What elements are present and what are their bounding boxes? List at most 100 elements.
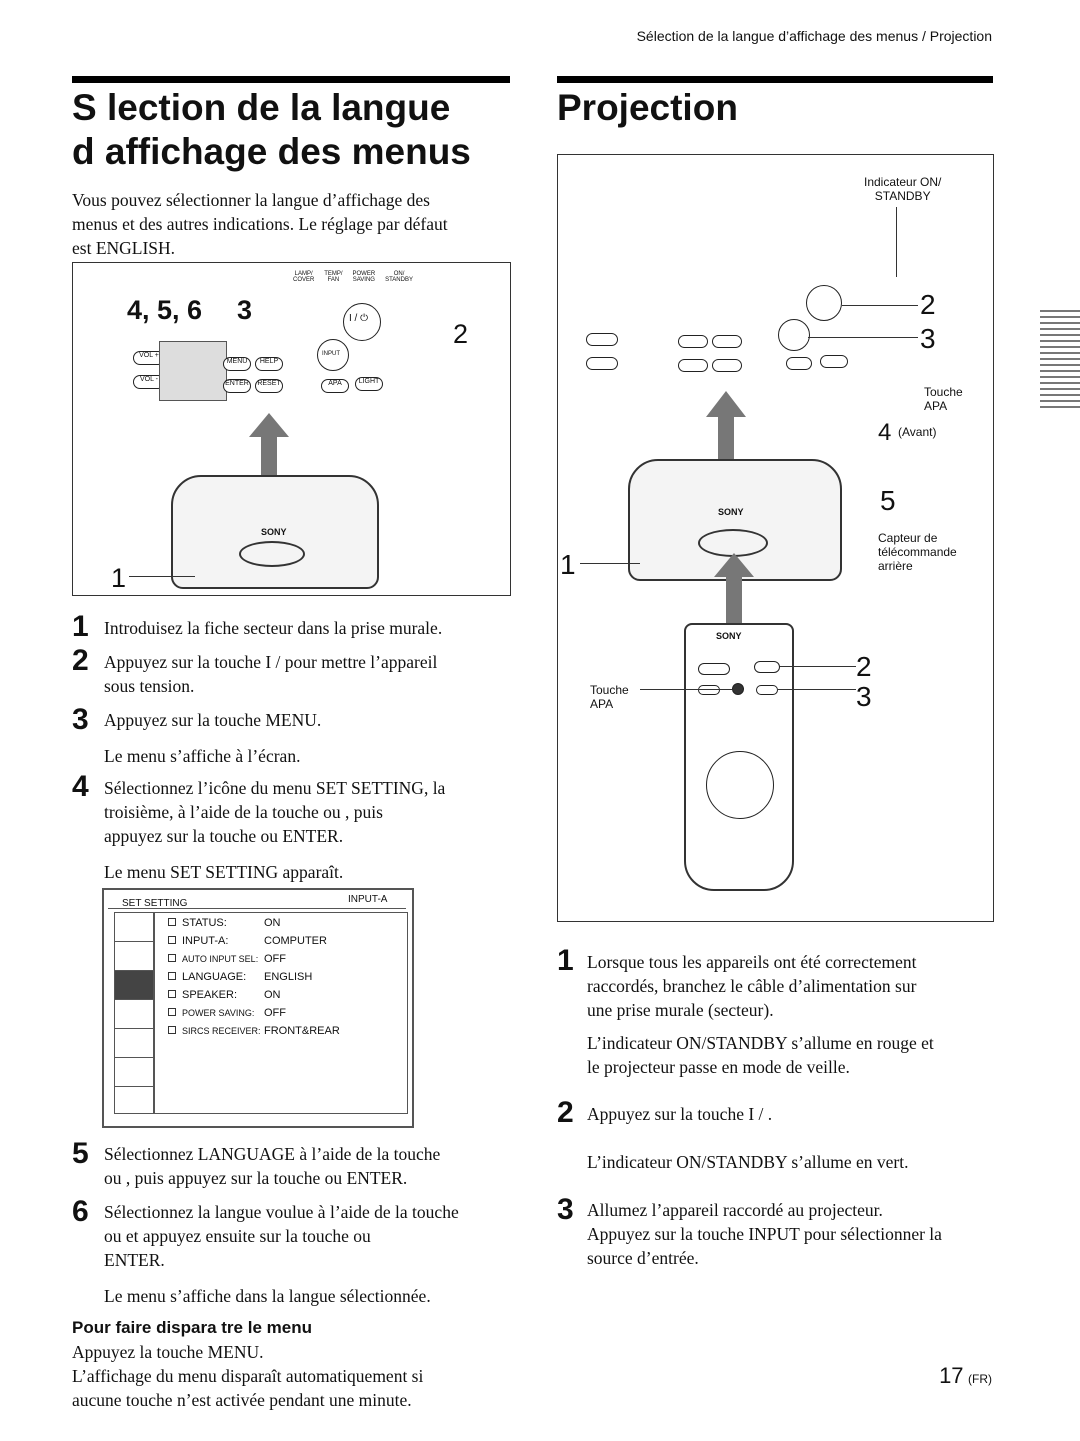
help-button bbox=[712, 335, 742, 348]
menu-row-label: INPUT-A: bbox=[182, 935, 229, 947]
tab-line bbox=[1040, 334, 1080, 336]
callout-1-line bbox=[580, 563, 640, 564]
menu-icon-column bbox=[114, 912, 154, 1114]
callout-1: 1 bbox=[560, 549, 576, 580]
left-title-line2: d affichage des menus bbox=[72, 131, 471, 172]
menu-row-value: OFF bbox=[264, 1007, 286, 1019]
capteur-label: Capteur de télécommande arrière bbox=[878, 531, 957, 573]
menu-row-value: COMPUTER bbox=[264, 935, 327, 947]
step-text: Appuyez sur la touche I / . L’indicateur… bbox=[587, 1102, 997, 1174]
vol-plus-button bbox=[586, 333, 618, 346]
right-title: Projection bbox=[557, 87, 738, 128]
touche-apa-label: Touche APA bbox=[924, 385, 963, 413]
menu-row: POWER SAVING: OFF bbox=[168, 1007, 286, 1019]
step-text: Appuyez sur la touche I / pour mettre l’… bbox=[104, 650, 524, 698]
menu-row: SIRCS RECEIVER:FRONT&REAR bbox=[168, 1025, 340, 1037]
intro-line: menus et des autres indications. Le régl… bbox=[72, 214, 448, 234]
enter-button bbox=[678, 359, 708, 372]
step-text: Introduisez la fiche secteur dans la pri… bbox=[104, 616, 524, 640]
step-line: Sélectionnez LANGUAGE à l’aide de la tou… bbox=[104, 1144, 441, 1164]
remote-brand-logo: SONY bbox=[716, 631, 742, 641]
tab-line bbox=[1040, 388, 1080, 390]
menu-row-marker bbox=[168, 990, 176, 998]
tab-line bbox=[1040, 352, 1080, 354]
avant-label: (Avant) bbox=[898, 425, 937, 439]
remote-apa-leader bbox=[640, 689, 732, 690]
menu-row-marker bbox=[168, 972, 176, 980]
menu-icon-blank bbox=[115, 1058, 153, 1087]
callout-4: 4 bbox=[878, 419, 892, 446]
step-text: Sélectionnez LANGUAGE à l’aide de la tou… bbox=[104, 1142, 524, 1190]
menu-row-marker bbox=[168, 1008, 176, 1016]
menu-row-label: POWER SAVING: bbox=[182, 1008, 255, 1018]
remote-help-button bbox=[698, 685, 720, 695]
step-line: une prise murale (secteur). bbox=[587, 1000, 774, 1020]
menu-row: LANGUAGE:ENGLISH bbox=[168, 971, 312, 983]
page-number: 17 (FR) bbox=[939, 1363, 992, 1389]
step-text: Lorsque tous les appareils ont été corre… bbox=[587, 950, 997, 1079]
menu-content-area bbox=[154, 912, 408, 1114]
step-text: Sélectionnez l’icône du menu SET SETTING… bbox=[104, 776, 524, 884]
tab-line bbox=[1040, 346, 1080, 348]
tab-line bbox=[1040, 394, 1080, 396]
step-line: Sélectionnez la langue voulue à l’aide d… bbox=[104, 1202, 459, 1222]
left-figure: 4, 5, 6 3 2 1 LAMP/ COVER TEMP/ FAN POWE… bbox=[72, 262, 511, 596]
tab-line bbox=[1040, 376, 1080, 378]
tab-line bbox=[1040, 370, 1080, 372]
step-line: raccordés, branchez le câble d’alimentat… bbox=[587, 976, 917, 996]
input-button bbox=[778, 319, 810, 351]
intro-line: Vous pouvez sélectionner la langue d’aff… bbox=[72, 190, 430, 210]
menu-icon-blank bbox=[115, 1029, 153, 1058]
input-button-label: INPUT bbox=[322, 351, 340, 357]
menu-row-label: SIRCS RECEIVER: bbox=[182, 1026, 261, 1036]
reset-button: RESET bbox=[255, 379, 283, 393]
menu-row: AUTO INPUT SEL:OFF bbox=[168, 953, 286, 965]
step-number: 2 bbox=[72, 644, 89, 677]
projector-drawing bbox=[171, 475, 379, 589]
remote-arrow-head bbox=[714, 553, 754, 577]
step-line: Le menu s’affiche dans la langue sélecti… bbox=[104, 1286, 431, 1306]
indicator-label: ON/ STANDBY bbox=[385, 271, 413, 283]
right-title-rule bbox=[557, 76, 993, 83]
callout-2-line bbox=[842, 305, 918, 306]
step-text: Allumez l’appareil raccordé au projecteu… bbox=[587, 1198, 997, 1270]
step-line: Sélectionnez l’icône du menu SET SETTING… bbox=[104, 778, 446, 798]
tab-line bbox=[1040, 328, 1080, 330]
menu-icon-input bbox=[115, 942, 153, 971]
step-line: le projecteur passe en mode de veille. bbox=[587, 1057, 850, 1077]
callout-5: 5 bbox=[880, 485, 896, 516]
menu-divider bbox=[108, 908, 406, 909]
menu-row-marker bbox=[168, 954, 176, 962]
up-arrow-head bbox=[249, 413, 289, 437]
remote-command-switch bbox=[698, 663, 730, 675]
menu-row-marker bbox=[168, 918, 176, 926]
remote-input-button bbox=[756, 685, 778, 695]
menu-row-label: STATUS: bbox=[182, 917, 227, 929]
step-text: Appuyez sur la touche MENU. Le menu s’af… bbox=[104, 708, 524, 768]
menu-row-label: AUTO INPUT SEL: bbox=[182, 954, 259, 964]
callout-2: 2 bbox=[453, 319, 469, 349]
step-number: 6 bbox=[72, 1195, 89, 1228]
step-number: 1 bbox=[557, 944, 574, 977]
step-line: ou et appuyez ensuite sur la touche ou bbox=[104, 1226, 371, 1246]
remote-joystick bbox=[706, 751, 774, 819]
indicator-on-standby-label: Indicateur ON/ STANDBY bbox=[864, 175, 942, 203]
tab-line bbox=[1040, 322, 1080, 324]
indicator-labels: LAMP/ COVER TEMP/ FAN POWER SAVING ON/ S… bbox=[293, 271, 413, 283]
apa-button: APA bbox=[321, 379, 349, 393]
light-button bbox=[820, 355, 848, 368]
remote-callout-3: 3 bbox=[856, 681, 872, 712]
brand-logo: SONY bbox=[718, 507, 744, 517]
callout-2: 2 bbox=[920, 289, 936, 320]
menu-input: INPUT-A bbox=[348, 894, 388, 905]
callout-3: 3 bbox=[920, 323, 936, 354]
menu-row-label: LANGUAGE: bbox=[182, 971, 247, 983]
menu-title: SET SETTING bbox=[122, 898, 188, 909]
vol-minus-button bbox=[586, 357, 618, 370]
outro-line: Appuyez la touche MENU. bbox=[72, 1342, 264, 1362]
indicator-label: LAMP/ COVER bbox=[293, 271, 315, 283]
power-button bbox=[343, 303, 381, 341]
step-number: 1 bbox=[72, 610, 89, 643]
subheading: Pour faire dispara tre le menu bbox=[72, 1318, 312, 1337]
menu-icon-install bbox=[115, 1000, 153, 1029]
